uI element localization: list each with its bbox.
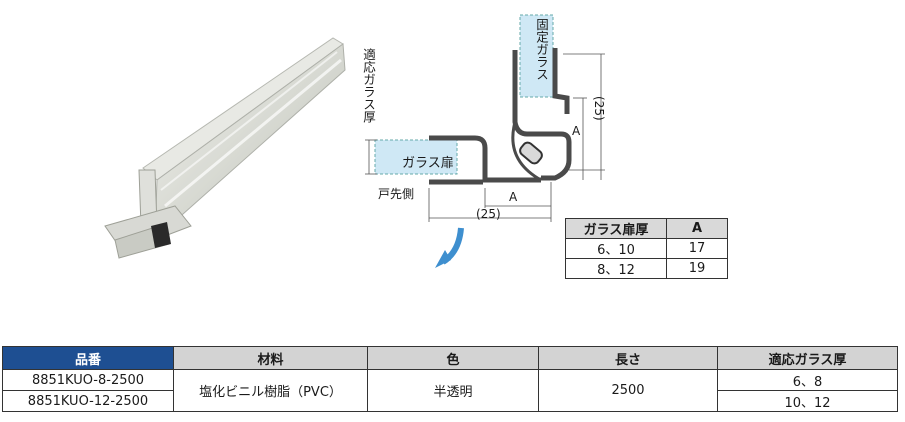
length-cell: 2500 [538,369,718,412]
product-photo [104,37,346,259]
spec-header-a: A [666,218,728,239]
door-tip-side-label: 戸先側 [378,187,415,201]
table-row: 8、12 19 [565,258,728,279]
spec-cell: 8、12 [565,258,667,279]
table-row: 6、10 17 [565,238,728,259]
header-length: 長さ [538,346,718,370]
material-cell: 塩化ビニル樹脂（PVC） [173,369,368,412]
fixed-glass-label: 固定ガラス [534,18,549,81]
spec-cell: 17 [666,238,728,259]
glass-thickness-cell: 10、12 [717,390,898,412]
door-glass-label: ガラス扉 [402,156,454,171]
door-glass-shape [374,139,458,175]
spec-cell: 19 [666,258,728,279]
spec-header-door-thickness: ガラス扉厚 [565,218,667,239]
spec-cell: 6、10 [565,238,667,259]
dim-25-horizontal: (25) [476,207,501,221]
header-material: 材料 [173,346,368,370]
header-part-number: 品番 [2,346,174,370]
table-row: 8851KUO-8-2500 塩化ビニル樹脂（PVC） 半透明 2500 6、8 [2,369,898,412]
dim-25-vertical: (25) [592,96,606,121]
table-row: 8851KUO-12-2500 10、12 [2,390,898,412]
color-cell: 半透明 [367,369,539,412]
glass-thickness-label: 適応ガラス厚 [361,48,376,123]
glass-thickness-cell: 6、8 [717,369,898,391]
header-color: 色 [367,346,539,370]
part-number-cell: 8851KUO-8-2500 [2,369,174,391]
spec-table: ガラス扉厚 A 6、10 17 8、12 19 [565,218,728,279]
dim-a-horizontal: A [509,190,518,204]
cross-section-drawing [365,14,605,268]
dim-a-vertical: A [572,124,581,138]
fixed-glass-shape [519,14,554,98]
header-glass-thickness: 適応ガラス厚 [717,346,898,370]
gasket-shape [519,141,543,165]
part-number-cell: 8851KUO-12-2500 [2,390,174,412]
product-table: 品番 材料 色 長さ 適応ガラス厚 8851KUO-8-2500 塩化ビニル樹脂… [2,346,898,412]
